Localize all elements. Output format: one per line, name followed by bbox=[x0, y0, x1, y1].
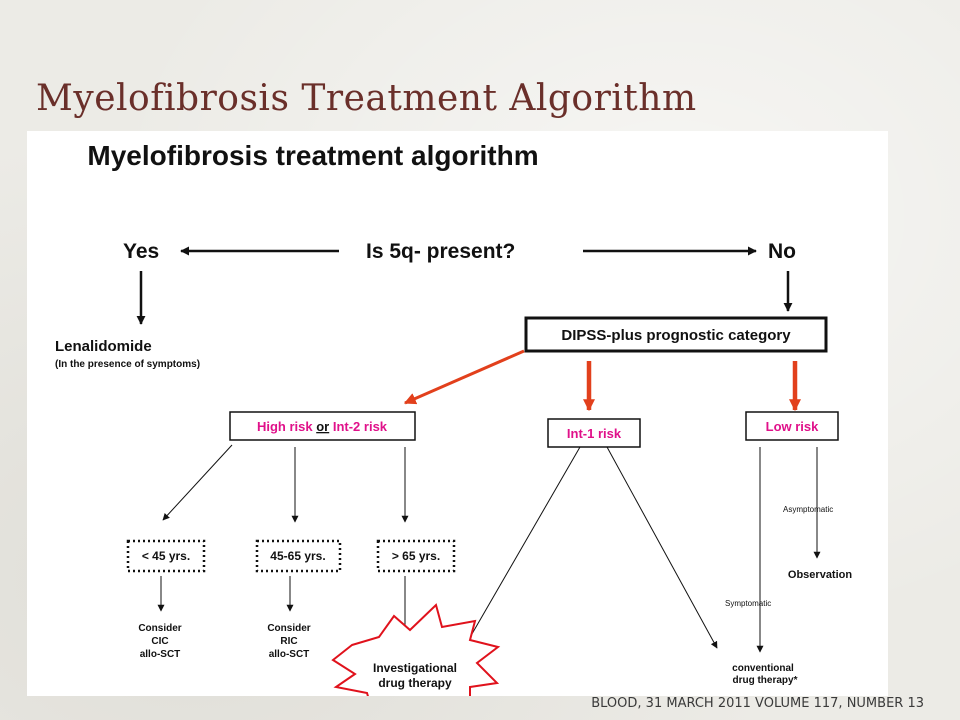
high-risk-label: High risk or Int-2 risk bbox=[257, 419, 388, 434]
citation: BLOOD, 31 MARCH 2011 VOLUME 117, NUMBER … bbox=[591, 696, 924, 711]
slide-title: Myelofibrosis Treatment Algorithm bbox=[36, 78, 697, 119]
dipss-label: DIPSS-plus prognostic category bbox=[561, 327, 791, 344]
yes-label: Yes bbox=[123, 240, 159, 263]
asymptomatic-label: Asymptomatic bbox=[783, 505, 833, 514]
int1-risk-box bbox=[547, 418, 641, 448]
arrow-int1-invest bbox=[464, 446, 581, 647]
consider-cic-line1: Consider bbox=[138, 623, 181, 634]
age-45-65-box bbox=[255, 539, 342, 573]
investigational-starburst bbox=[331, 603, 501, 696]
age-gt65-label: > 65 yrs. bbox=[392, 549, 440, 563]
question-label: Is 5q- present? bbox=[366, 240, 515, 263]
investigational-line2: drug therapy bbox=[378, 676, 452, 690]
int1-risk-label: Int-1 risk bbox=[567, 426, 622, 441]
investigational-line1: Investigational bbox=[373, 661, 457, 675]
age-45-65-label: 45-65 yrs. bbox=[270, 549, 325, 563]
conventional-line1: conventional bbox=[732, 663, 794, 674]
high-risk-box bbox=[229, 411, 416, 441]
consider-cic-line2: CIC bbox=[151, 636, 168, 647]
lenalidomide-note: (In the presence of symptoms) bbox=[55, 359, 200, 370]
low-risk-box bbox=[745, 411, 839, 441]
algorithm-figure: Myelofibrosis treatment algorithm Yes Is… bbox=[27, 131, 888, 696]
age-gt65-box bbox=[376, 539, 456, 573]
observation-label: Observation bbox=[788, 569, 852, 581]
no-label: No bbox=[768, 240, 796, 263]
algorithm-diagram: Myelofibrosis treatment algorithm Yes Is… bbox=[55, 140, 852, 696]
arrow-high-lt45 bbox=[162, 444, 233, 521]
age-lt45-box bbox=[126, 539, 206, 573]
consider-ric-line1: Consider bbox=[267, 623, 310, 634]
consider-cic-line3: allo-SCT bbox=[140, 649, 181, 660]
symptomatic-label: Symptomatic bbox=[725, 599, 771, 608]
conventional-line2: drug therapy* bbox=[732, 675, 797, 686]
diagram-title: Myelofibrosis treatment algorithm bbox=[87, 140, 538, 171]
dipss-box bbox=[524, 316, 828, 353]
consider-ric-line2: RIC bbox=[280, 636, 297, 647]
arrow-int1-conventional bbox=[606, 446, 718, 649]
consider-ric-line3: allo-SCT bbox=[269, 649, 310, 660]
lenalidomide-label: Lenalidomide bbox=[55, 338, 152, 355]
low-risk-label: Low risk bbox=[766, 419, 820, 434]
red-arrow-high bbox=[403, 349, 525, 405]
age-lt45-label: < 45 yrs. bbox=[142, 549, 190, 563]
